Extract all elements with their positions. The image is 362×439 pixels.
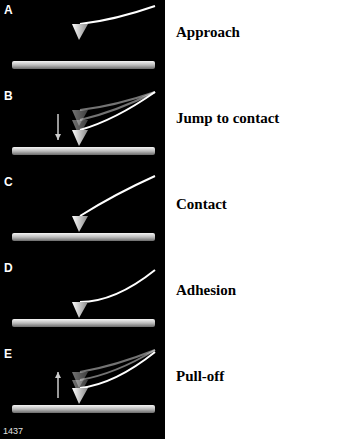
figure-number: 1437	[3, 426, 23, 436]
panel-letter: B	[4, 89, 13, 103]
step-label: Approach	[176, 24, 240, 41]
step-label: Adhesion	[176, 282, 236, 299]
sample-surface	[12, 233, 155, 241]
arrow-head	[55, 134, 61, 140]
cantilever	[80, 352, 155, 388]
sample-surface	[12, 61, 155, 69]
black-panel	[0, 0, 165, 439]
arrow-head	[55, 372, 61, 378]
sample-surface	[12, 319, 155, 327]
probe-tip	[72, 216, 88, 232]
frame	[12, 270, 155, 327]
sample-surface	[12, 405, 155, 413]
cantilever	[80, 6, 155, 24]
cantilever	[80, 270, 155, 302]
panel-letter: A	[4, 3, 13, 17]
sample-surface	[12, 147, 155, 155]
probe-tip	[72, 130, 88, 146]
panel-letter: E	[4, 347, 12, 361]
frame	[12, 92, 155, 155]
step-label: Jump to contact	[176, 110, 279, 127]
frame	[12, 6, 155, 69]
probe-tip	[72, 24, 88, 40]
probe-tip	[72, 388, 88, 404]
step-label: Pull-off	[176, 368, 224, 385]
panel-letter: D	[4, 261, 13, 275]
panel-letter: C	[4, 175, 13, 189]
frame	[12, 350, 155, 413]
cantilever	[80, 92, 155, 110]
cantilever	[80, 92, 155, 130]
frame	[12, 176, 155, 241]
cantilever	[80, 176, 155, 216]
step-label: Contact	[176, 196, 227, 213]
probe-tip	[72, 302, 88, 318]
